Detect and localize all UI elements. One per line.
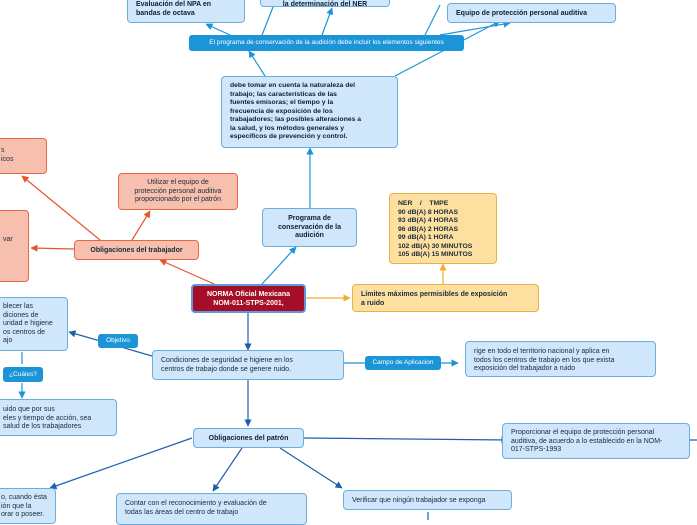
- worker-partial-line: icos: [1, 155, 14, 163]
- conditions-line: centros de trabajo donde se genere ruido…: [161, 365, 291, 373]
- ner-determination-node[interactable]: la determinación del NER: [260, 0, 390, 8]
- considerations-line: debe tomar en cuenta la naturaleza del: [230, 82, 356, 89]
- considerations-line: trabajo; las características de las: [230, 90, 337, 98]
- worker-partial-line: s: [1, 147, 5, 154]
- provide-equipment-line: 017-STPS-1993: [511, 446, 562, 453]
- worker-obligations-node[interactable]: Obligaciones del trabajador: [74, 240, 199, 260]
- ner-determination-text: la determinación del NER: [282, 1, 368, 8]
- use-equipment-line: protección personal auditiva: [134, 187, 222, 195]
- scope-pill-label: Campo de Aplicacion: [372, 359, 434, 366]
- worker-partial-mid-text: var: [3, 236, 13, 243]
- npa-evaluation-node[interactable]: Evaluación del NPA en bandas de octava: [127, 0, 245, 23]
- scope-line: rige en todo el territorio nacional y ap…: [474, 348, 610, 355]
- verify-exposure-node[interactable]: Verificar que ningún trabajador se expon…: [343, 490, 512, 510]
- hearing-protection-equipment-node[interactable]: Equipo de protección personal auditiva: [447, 3, 616, 23]
- scope-line: todos los centros de trabajo en los que …: [474, 356, 615, 364]
- which-pill-label: ¿Cuáles?: [9, 371, 37, 378]
- root-line-2: NOM-011-STPS-2001,: [213, 299, 284, 307]
- considerations-line: fuentes emisoras; el tiempo y la: [230, 99, 334, 106]
- recognition-line: todas las áreas del centro de trabajo: [125, 508, 239, 516]
- limits-line: a ruido: [361, 299, 385, 307]
- limits-line: Límites máximos permisibles de exposició…: [361, 291, 508, 298]
- hearing-protection-equipment-text: Equipo de protección personal auditiva: [456, 10, 588, 17]
- conditions-node[interactable]: Condiciones de seguridad e higiene en lo…: [152, 350, 344, 380]
- program-considerations-node[interactable]: debe tomar en cuenta la naturaleza del t…: [221, 76, 398, 148]
- which-line: uido que por sus: [3, 406, 55, 413]
- program-elements-banner[interactable]: El programa de conservación de la audici…: [189, 35, 464, 51]
- worker-partial-node-mid[interactable]: var: [0, 210, 29, 282]
- which-answer-node[interactable]: uido que por sus eles y tiempo de acción…: [0, 399, 117, 436]
- hearing-conservation-program-node[interactable]: Programa de conservación de la audición: [262, 208, 357, 247]
- verify-exposure-text: Verificar que ningún trabajador se expon…: [352, 497, 486, 504]
- objective-line: ajo: [3, 337, 13, 344]
- worker-partial-node-top[interactable]: s icos: [0, 138, 47, 174]
- program-line: audición: [295, 232, 324, 239]
- program-line: Programa de: [288, 215, 331, 222]
- provide-equipment-line: auditiva, de acuerdo a lo establecido en…: [511, 437, 663, 445]
- objective-node[interactable]: blecer las diciones de uridad e higiene …: [0, 297, 68, 351]
- ner-tmpe-row: 99 dB(A) 1 HORA: [398, 234, 454, 241]
- use-equipment-node[interactable]: Utilizar el equipo de protección persona…: [118, 173, 238, 210]
- employer-partial-line: ión que la: [1, 502, 32, 510]
- ner-tmpe-row: 90 dB(A) 8 HORAS: [398, 208, 459, 216]
- root-node-nom-011[interactable]: NORMA Oficial Mexicana NOM-011-STPS-2001…: [191, 284, 306, 313]
- ner-tmpe-row: 96 dB(A) 2 HORAS: [398, 225, 459, 233]
- objective-line: uridad e higiene: [3, 320, 53, 327]
- employer-partial-left-node[interactable]: o, cuando ésta ión que la orar o poseer.: [0, 488, 56, 524]
- employer-obligations-node[interactable]: Obligaciones del patrón: [193, 428, 304, 448]
- which-pill[interactable]: ¿Cuáles?: [3, 367, 43, 382]
- ner-tmpe-row: 102 dB(A) 30 MINUTOS: [398, 242, 473, 250]
- which-line: salud de los trabajadores: [3, 423, 82, 430]
- use-equipment-line: proporcionado por el patrón: [134, 196, 221, 203]
- objective-line: os centros de: [3, 328, 46, 336]
- npa-line-2: bandas de octava: [136, 9, 195, 17]
- employer-obligations-title: Obligaciones del patrón: [208, 435, 289, 442]
- employer-partial-line: o, cuando ésta: [1, 494, 47, 501]
- worker-obligations-title: Obligaciones del trabajador: [90, 247, 183, 254]
- conditions-line: Condiciones de seguridad e higiene en lo…: [161, 357, 293, 364]
- objective-line: blecer las: [3, 303, 33, 310]
- objective-line: diciones de: [3, 311, 39, 319]
- program-line: conservación de la: [277, 223, 342, 231]
- considerations-line: la salud, y los métodos generales y: [230, 124, 345, 132]
- considerations-line: frecuencia de exposición de los: [230, 107, 333, 115]
- exposure-limits-node[interactable]: Límites máximos permisibles de exposició…: [352, 284, 539, 312]
- root-line-1: NORMA Oficial Mexicana: [207, 291, 290, 298]
- objective-pill-label: Objetivo: [106, 337, 130, 344]
- ner-tmpe-header: NER / TMPE: [398, 200, 449, 207]
- npa-line-1: Evaluación del NPA en: [136, 1, 212, 8]
- ner-tmpe-row: 105 dB(A) 15 MINUTOS: [398, 251, 473, 258]
- provide-equipment-line: Proporcionar el equipo de protección per…: [511, 429, 655, 436]
- program-elements-banner-text: El programa de conservación de la audici…: [209, 39, 444, 46]
- recognition-line: Contar con el reconocimiento y evaluació…: [125, 500, 267, 507]
- considerations-line: trabajadores; las posibles alteraciones …: [230, 116, 362, 123]
- use-equipment-line: Utilizar el equipo de: [147, 179, 209, 186]
- objective-pill[interactable]: Objetivo: [98, 334, 138, 348]
- provide-equipment-node[interactable]: Proporcionar el equipo de protección per…: [502, 423, 690, 459]
- employer-partial-line: orar o poseer.: [1, 511, 45, 518]
- considerations-line: específicos de prevención y control.: [230, 133, 348, 140]
- ner-tmpe-row: 93 dB(A) 4 HORAS: [398, 217, 459, 224]
- recognition-evaluation-node[interactable]: Contar con el reconocimiento y evaluació…: [116, 493, 307, 525]
- ner-tmpe-node[interactable]: NER / TMPE 90 dB(A) 8 HORAS 93 dB(A) 4 H…: [389, 193, 497, 264]
- scope-line: exposición del trabajador a ruido: [474, 365, 576, 372]
- scope-pill[interactable]: Campo de Aplicacion: [365, 356, 441, 370]
- scope-node[interactable]: rige en todo el territorio nacional y ap…: [465, 341, 656, 377]
- which-line: eles y tiempo de acción, sea: [3, 414, 92, 422]
